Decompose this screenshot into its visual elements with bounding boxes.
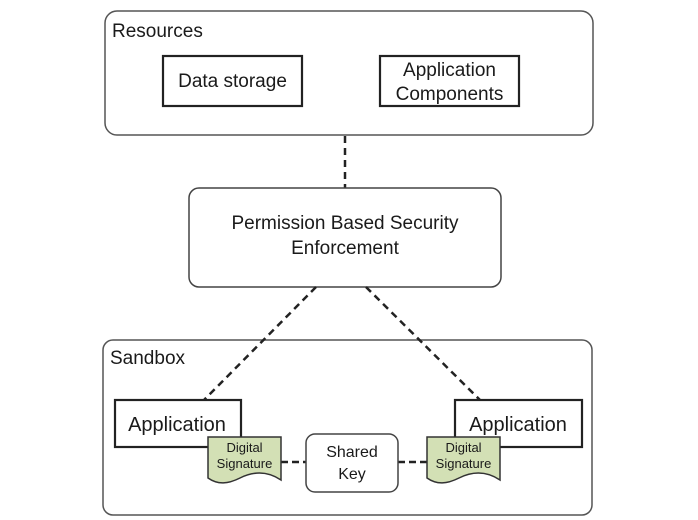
application-components-label-line1: Application — [403, 60, 496, 81]
digital-signature-right-line2: Signature — [436, 456, 492, 471]
permission-label-line1: Permission Based Security — [231, 213, 459, 234]
sandbox-group: Sandbox — [102, 339, 593, 516]
resources-group-label: Resources — [112, 21, 203, 42]
application-right-label: Application — [469, 414, 567, 436]
shared-key-node: Shared Key — [305, 433, 399, 493]
sandbox-group-label: Sandbox — [110, 348, 186, 369]
application-components-box — [378, 54, 521, 108]
application-left-box — [113, 398, 243, 449]
digital-signature-left-line1: Digital — [226, 440, 262, 455]
digital-signature-right-node: Digital Signature — [426, 436, 501, 484]
data-storage-box — [161, 54, 304, 108]
shared-key-box — [305, 433, 399, 493]
sandbox-group-box — [102, 339, 593, 516]
application-components-node: Application Components — [378, 54, 521, 108]
permission-label-line2: Enforcement — [291, 238, 399, 259]
shared-key-label-line1: Shared — [326, 444, 378, 461]
permission-enforcement-box — [188, 187, 502, 288]
application-left-node: Application — [113, 398, 243, 449]
digital-signature-left-line2: Signature — [217, 456, 273, 471]
data-storage-node: Data storage — [161, 54, 304, 108]
digital-signature-right-line1: Digital — [445, 440, 481, 455]
edge-permission-app-left — [203, 286, 317, 401]
shared-key-label-line2: Key — [338, 466, 366, 483]
edge-permission-app-right — [365, 286, 481, 401]
data-storage-label: Data storage — [178, 71, 287, 92]
digital-signature-left-node: Digital Signature — [207, 436, 282, 484]
document-shape-icon — [426, 436, 501, 484]
application-left-label: Application — [128, 414, 226, 436]
permission-enforcement-node: Permission Based Security Enforcement — [188, 187, 502, 288]
application-components-label-line2: Components — [396, 84, 504, 105]
document-shape-icon — [207, 436, 282, 484]
